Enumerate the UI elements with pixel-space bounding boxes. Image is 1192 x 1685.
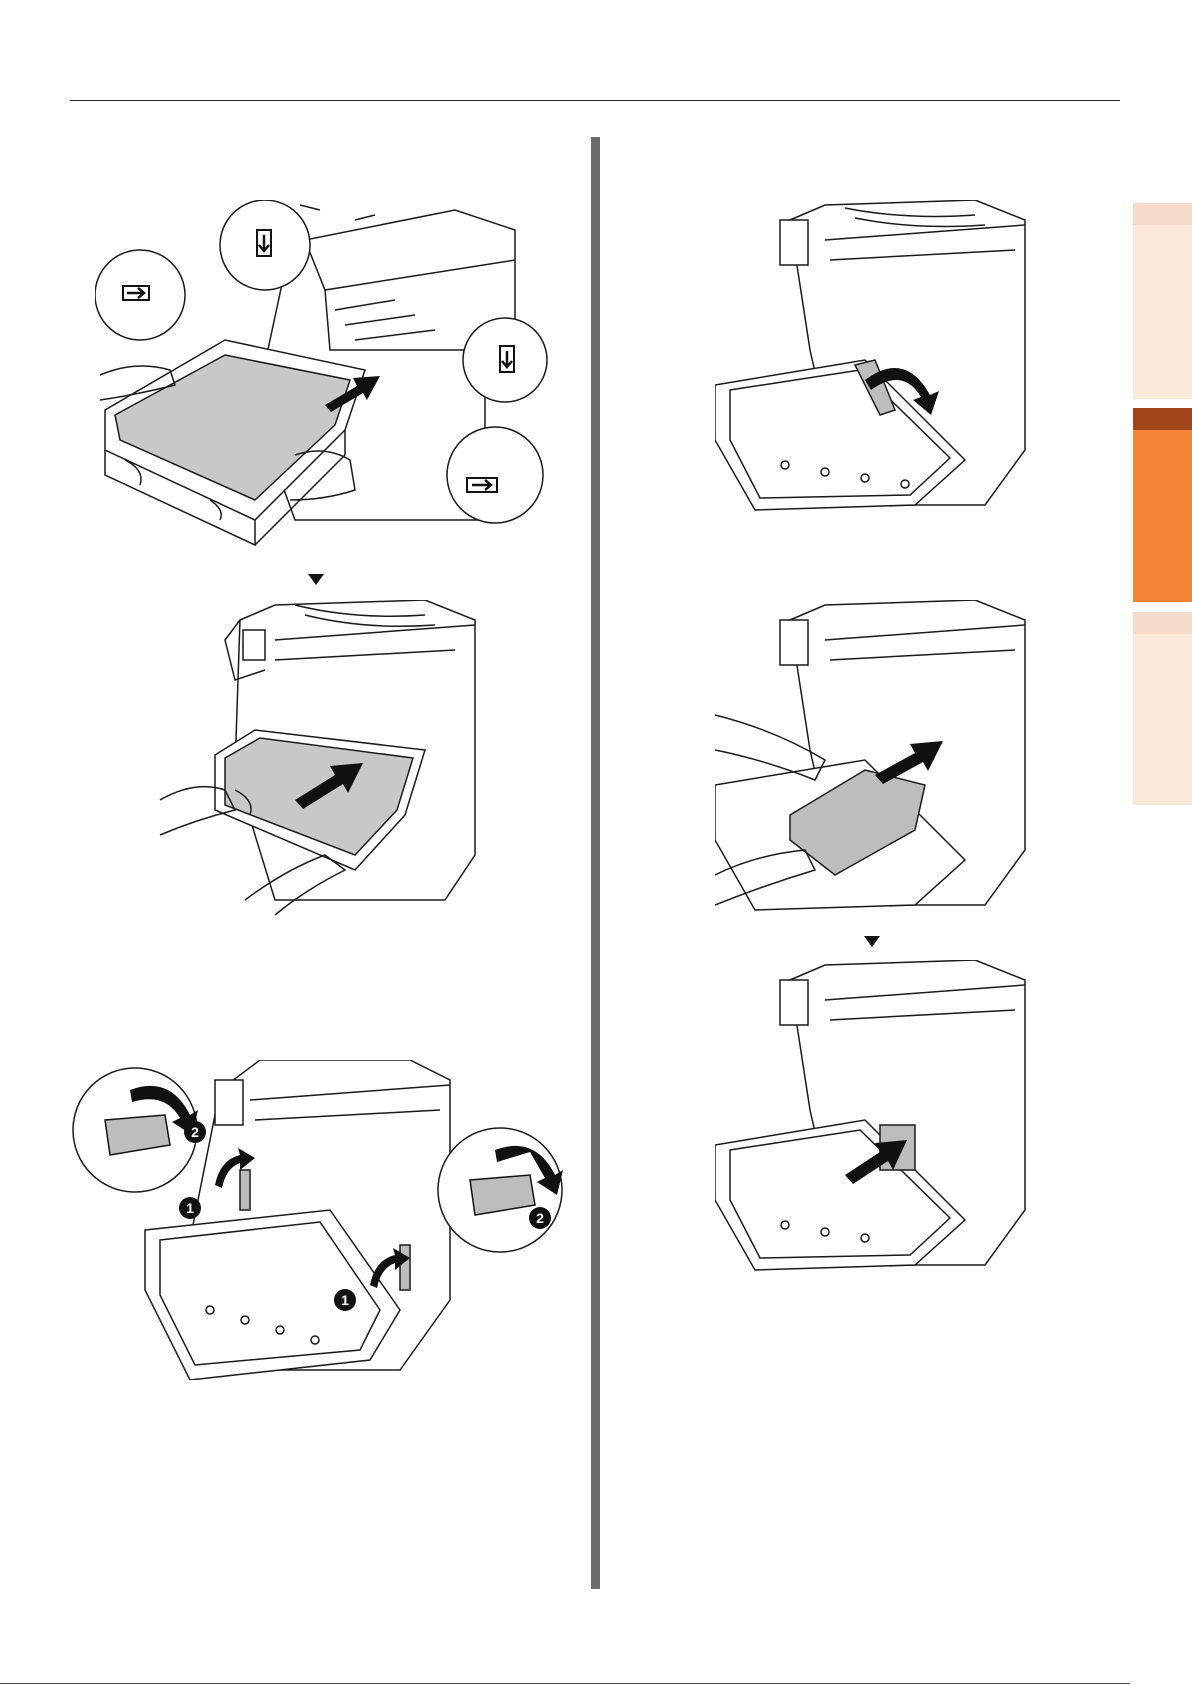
- side-tab-2-body: [1133, 430, 1192, 602]
- column-divider: [591, 137, 600, 1589]
- printer-illustration-3: 1 1 2 2: [70, 1060, 570, 1380]
- next-step-arrow-1: [308, 574, 324, 585]
- figure-install-belt-unit-callouts: [95, 200, 555, 560]
- figure-lift-lever-in-front: [715, 200, 1035, 515]
- printer-illustration-5: [715, 600, 1035, 915]
- header-rule: [70, 100, 1120, 101]
- printer-illustration-6: [715, 960, 1035, 1275]
- side-tab-3-body: [1133, 634, 1192, 805]
- printer-illustration-1: [95, 200, 555, 560]
- side-tab-1[interactable]: [1133, 203, 1192, 399]
- badge-2-label: 2: [191, 1124, 199, 1140]
- badge-2-label-right: 2: [536, 1210, 544, 1226]
- side-tab-1-cap: [1133, 203, 1192, 225]
- next-step-arrow-2: [864, 936, 880, 947]
- figure-insert-waste-toner-box: [715, 600, 1035, 915]
- printer-illustration-4: [715, 200, 1035, 515]
- badge-1-label-right: 1: [341, 1292, 349, 1308]
- side-tab-2-cap: [1133, 408, 1192, 430]
- side-tab-3-cap: [1133, 612, 1192, 634]
- printer-illustration-2: [155, 600, 485, 915]
- figure-push-belt-unit-into-printer: [155, 600, 485, 915]
- figure-waste-toner-box-installed: [715, 960, 1035, 1275]
- figure-rotate-blue-levers: 1 1 2 2: [70, 1060, 570, 1380]
- badge-1-label: 1: [186, 1200, 194, 1216]
- side-tab-2-active[interactable]: [1133, 408, 1192, 602]
- side-tab-1-body: [1133, 225, 1192, 399]
- side-tab-3[interactable]: [1133, 612, 1192, 805]
- footer-rule: [0, 1683, 1130, 1684]
